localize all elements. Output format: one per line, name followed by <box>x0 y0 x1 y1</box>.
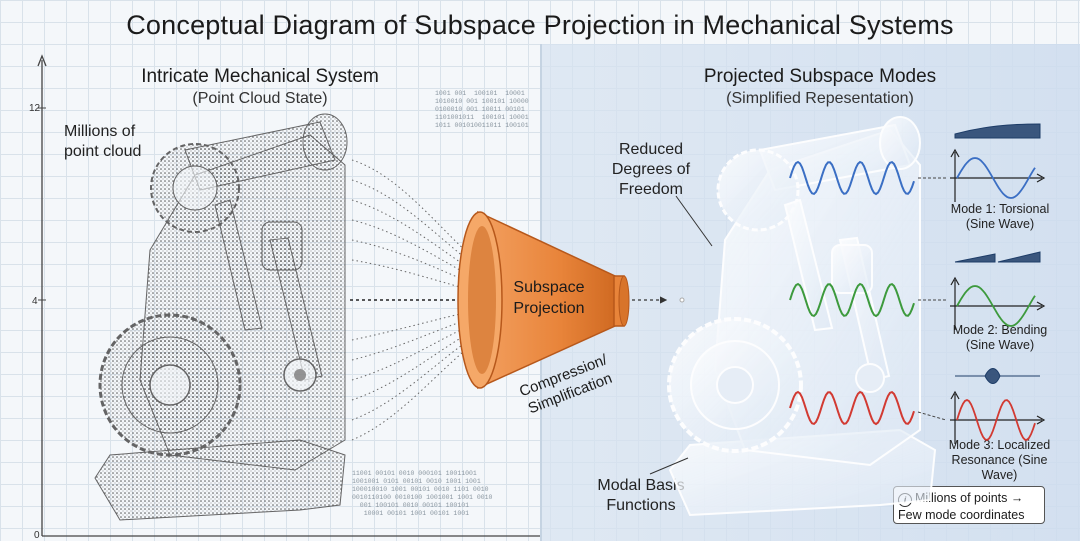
page-title: Conceptual Diagram of Subspace Projectio… <box>126 10 954 40</box>
right-section-subtitle: (Simplified Repesentation) <box>726 90 914 107</box>
mode-2-caption: Mode 2: Bending (Sine Wave) <box>952 323 1048 352</box>
mode-2-plot <box>950 251 1046 330</box>
mode-3-wave-overlay <box>789 390 915 426</box>
mode-plots <box>950 123 1046 444</box>
reduced-dof-label: Reduced Degrees of Freedom <box>611 141 691 198</box>
mode-2-wave-overlay <box>789 282 915 318</box>
ghost-machine <box>667 116 937 517</box>
right-section-title: Projected Subspace Modes <box>703 66 937 87</box>
info-box: iMillions of points → Few mode coordinat… <box>893 486 1045 524</box>
binary-data-bottom: 11001 00101 0010 000101 10011001 1001001… <box>352 470 493 517</box>
axis-tick-4: 4 <box>32 296 38 307</box>
mode-1-caption: Mode 1: Torsional (Sine Wave) <box>950 202 1050 231</box>
funnel-label-line-2: Projection <box>513 300 584 317</box>
left-section-title: Intricate Mechanical System <box>141 66 379 87</box>
mode-1-wave-overlay <box>789 160 915 196</box>
point-cloud-machine <box>94 113 348 521</box>
binary-data-top: 1001 001 100101 10001 1010010 001 100101… <box>435 90 529 129</box>
modal-basis-leader <box>649 457 689 475</box>
axis-tick-0: 0 <box>34 530 40 541</box>
reduced-dof-leader <box>675 195 713 247</box>
mode-3-leader <box>917 411 947 421</box>
axis-tick-12: 12 <box>29 103 41 114</box>
mode-1-plot <box>950 123 1046 202</box>
subspace-funnel <box>457 210 630 390</box>
left-section-subtitle: (Point Cloud State) <box>192 90 328 107</box>
funnel-label-line-1: Subspace <box>513 279 584 296</box>
mode-waves <box>789 160 915 426</box>
mode-3-caption: Mode 3: Localized Resonance (Sine Wave) <box>948 438 1051 482</box>
y-axis <box>37 54 540 537</box>
mode-3-plot <box>950 368 1046 444</box>
point-cloud-annotation: Millions of point cloud <box>64 123 142 160</box>
modal-basis-label: Modal Basis Functions <box>597 477 685 514</box>
info-text: Millions of points → Few mode coordinate… <box>898 491 1025 522</box>
